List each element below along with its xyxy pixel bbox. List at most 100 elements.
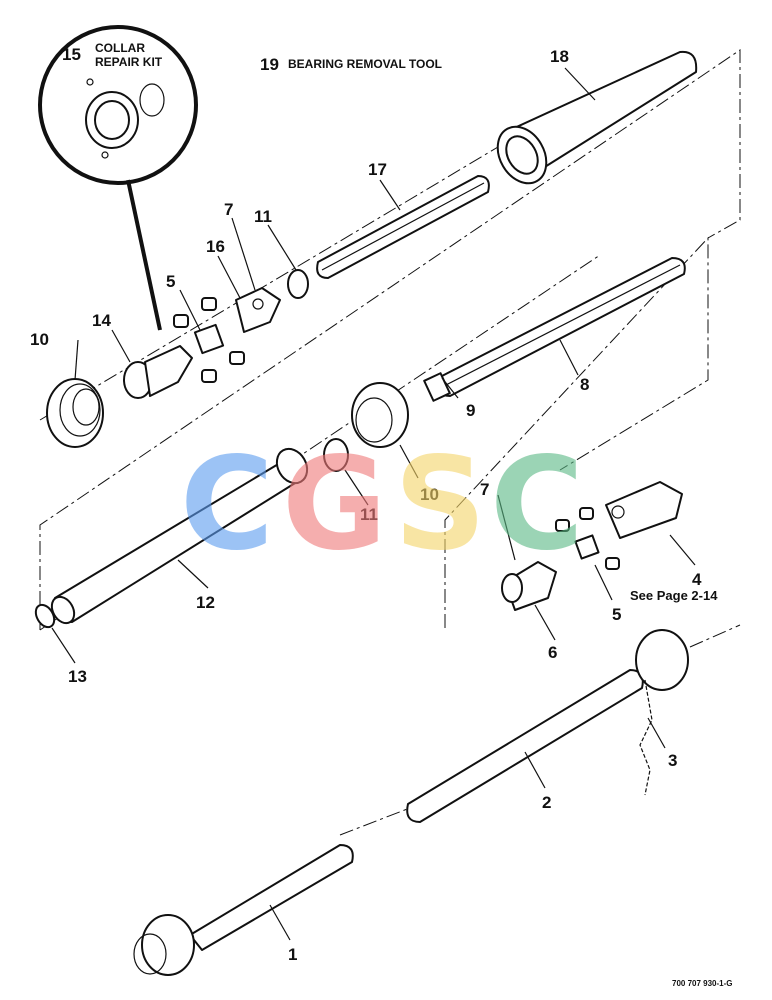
leader-4 <box>669 534 696 566</box>
bearing-cup-f <box>579 507 594 520</box>
snap-ring <box>139 83 165 117</box>
bearing-cup-b <box>201 297 217 311</box>
part-11-bearing-upper <box>287 269 309 299</box>
watermark-letter-2: G <box>282 430 387 579</box>
shield-right-outer <box>351 382 409 448</box>
collar-ring-inner <box>94 100 130 140</box>
shaft-1-yoke <box>133 933 167 975</box>
callout-10b: 10 <box>420 485 439 504</box>
part-5-cross-upper <box>173 297 245 383</box>
callout-2: 2 <box>542 793 551 812</box>
part-12-outer-tube <box>50 447 309 625</box>
see-page-label: See Page 2-14 <box>630 588 718 603</box>
long-tube-ridge <box>443 264 681 387</box>
callout-17: 17 <box>368 160 387 179</box>
leader-5b <box>594 564 613 601</box>
cross-lower <box>574 534 600 560</box>
yoke-16-arms <box>235 287 281 333</box>
yoke-14-arms <box>144 345 193 397</box>
outer-tube-body <box>509 50 698 171</box>
part-18-outer-tube <box>496 50 698 185</box>
profile-tube-ridge <box>321 182 485 271</box>
watermark-letter-4: C <box>490 430 584 579</box>
callout-5b: 5 <box>612 605 621 624</box>
shaft-1-body <box>189 844 354 951</box>
part-13-ring <box>34 603 56 629</box>
callout-4: 4 <box>692 570 702 589</box>
callout-19: 19 <box>260 55 279 74</box>
right-axis-line <box>689 624 741 648</box>
part-10-shield-right <box>351 382 409 448</box>
inset-pointer <box>126 179 162 331</box>
yoke-6-hub <box>501 573 523 603</box>
watermark-letter-1: C <box>180 430 274 579</box>
callout-8: 8 <box>580 375 589 394</box>
callout-15: 15 <box>62 45 81 64</box>
leader-12 <box>177 559 209 589</box>
part-5-cross-lower <box>555 507 620 570</box>
collar-repair-kit-inset <box>38 25 198 331</box>
callout-7b: 7 <box>480 480 489 499</box>
bearing-cup-d <box>201 369 217 383</box>
outer-tube-bell-inner <box>505 135 539 175</box>
part-8-profile-tube <box>423 257 686 402</box>
shaft-2-body <box>406 669 644 823</box>
text-labels: COLLAR REPAIR KIT BEARING REMOVAL TOOL S… <box>95 41 733 988</box>
collar-ball <box>86 78 94 86</box>
leader-5a <box>179 289 201 331</box>
part-6-yoke <box>501 561 557 611</box>
callout-6: 6 <box>548 643 557 662</box>
leader-2 <box>524 751 546 789</box>
yoke-4-body <box>605 481 683 539</box>
leader-11a <box>267 224 297 271</box>
callout-16: 16 <box>206 237 225 256</box>
part-14-yoke <box>123 345 193 399</box>
collar-label-line1: COLLAR <box>95 41 145 55</box>
outer-guide-box <box>39 49 741 630</box>
shield-left-outer <box>46 378 104 448</box>
shaft-1-shield <box>141 914 195 976</box>
part-10-shield-left <box>46 378 104 448</box>
leader-9 <box>441 377 459 399</box>
bearing-cup-e <box>555 519 570 532</box>
part-2-shaft <box>406 629 689 823</box>
cross-upper <box>193 323 225 355</box>
callout-12: 12 <box>196 593 215 612</box>
leader-6 <box>534 604 556 641</box>
leader-lines <box>51 67 696 941</box>
bearing-cup-c <box>229 351 245 365</box>
callout-1: 1 <box>288 945 297 964</box>
callout-10a: 10 <box>30 330 49 349</box>
leader-7a <box>231 217 256 291</box>
leader-8 <box>559 339 579 376</box>
yoke-4-hole <box>611 505 625 519</box>
callout-18: 18 <box>550 47 569 66</box>
leader-10b <box>399 444 419 479</box>
part-17-profile-tube <box>316 175 490 279</box>
leader-14 <box>111 329 131 363</box>
leader-11b <box>344 469 369 506</box>
leader-18 <box>564 67 596 101</box>
part-16-yoke <box>235 287 281 333</box>
yoke-16-pin <box>252 298 264 310</box>
callout-9: 9 <box>466 401 475 420</box>
leader-3 <box>647 717 666 749</box>
callout-numbers: 15 19 18 17 7 11 16 5 14 10 8 9 10 11 7 … <box>30 45 702 964</box>
bearing-cup-a <box>173 314 189 328</box>
inner-guide-box <box>444 236 709 628</box>
lower-axis-line <box>339 805 416 836</box>
leader-17 <box>379 179 401 211</box>
callout-13: 13 <box>68 667 87 686</box>
watermark: C G S C <box>180 430 584 579</box>
callout-14: 14 <box>92 311 111 330</box>
leader-7b <box>497 494 516 561</box>
bearing-removal-tool-label: BEARING REMOVAL TOOL <box>288 57 442 71</box>
shaft-2-shield <box>635 629 689 691</box>
drawing-number: 700 707 930-1-G <box>672 979 733 988</box>
long-tube-body <box>436 257 686 397</box>
callout-3: 3 <box>668 751 677 770</box>
callout-7a: 7 <box>224 200 233 219</box>
collar-label-line2: REPAIR KIT <box>95 55 163 69</box>
